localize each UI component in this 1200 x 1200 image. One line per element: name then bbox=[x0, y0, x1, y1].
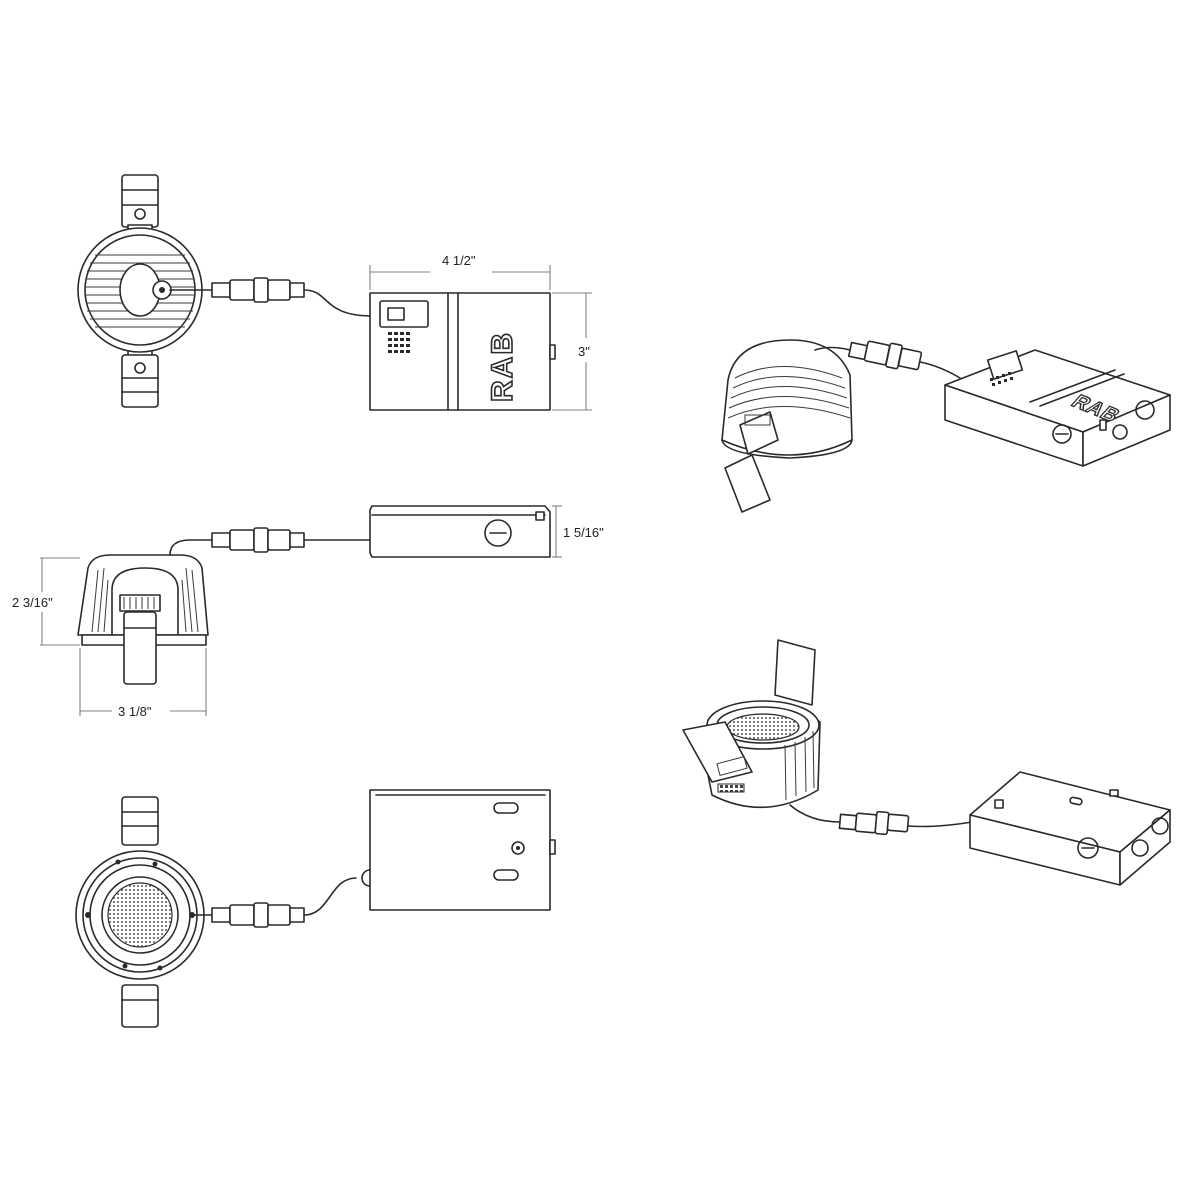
side-view-driver-box bbox=[369, 505, 551, 558]
fixture-width-dimension: 3 1/8" bbox=[79, 648, 207, 719]
top-view-fixture bbox=[77, 174, 203, 408]
fixture-height-dimension: 2 3/16" bbox=[12, 557, 80, 646]
width-dimension: 4 1/2" bbox=[369, 253, 551, 290]
fixture-height-label: 2 3/16" bbox=[12, 595, 53, 610]
iso-fixture-top bbox=[721, 339, 853, 513]
side-view-fixture bbox=[77, 554, 209, 685]
bottom-view-driver-box bbox=[369, 789, 556, 911]
iso-driver-bottom bbox=[969, 771, 1171, 886]
width-label: 4 1/2" bbox=[442, 253, 476, 268]
fixture-width-label: 3 1/8" bbox=[118, 704, 152, 719]
bottom-view-fixture bbox=[75, 796, 205, 1028]
height-label: 3" bbox=[578, 344, 590, 359]
iso-driver-top: RAB bbox=[944, 349, 1171, 467]
iso-connector-bottom bbox=[789, 804, 973, 836]
top-view-connector bbox=[169, 277, 373, 317]
rab-logo: RAB bbox=[486, 331, 519, 402]
depth-label: 1 5/16" bbox=[563, 525, 604, 540]
iso-fixture-bottom bbox=[682, 639, 821, 809]
side-view-connector bbox=[169, 527, 373, 556]
depth-dimension: 1 5/16" bbox=[552, 505, 604, 558]
iso-connector-top bbox=[814, 340, 961, 379]
height-dimension: 3" bbox=[552, 292, 592, 411]
bottom-view-connector bbox=[189, 869, 379, 928]
top-view-driver-box: RAB bbox=[369, 292, 556, 411]
